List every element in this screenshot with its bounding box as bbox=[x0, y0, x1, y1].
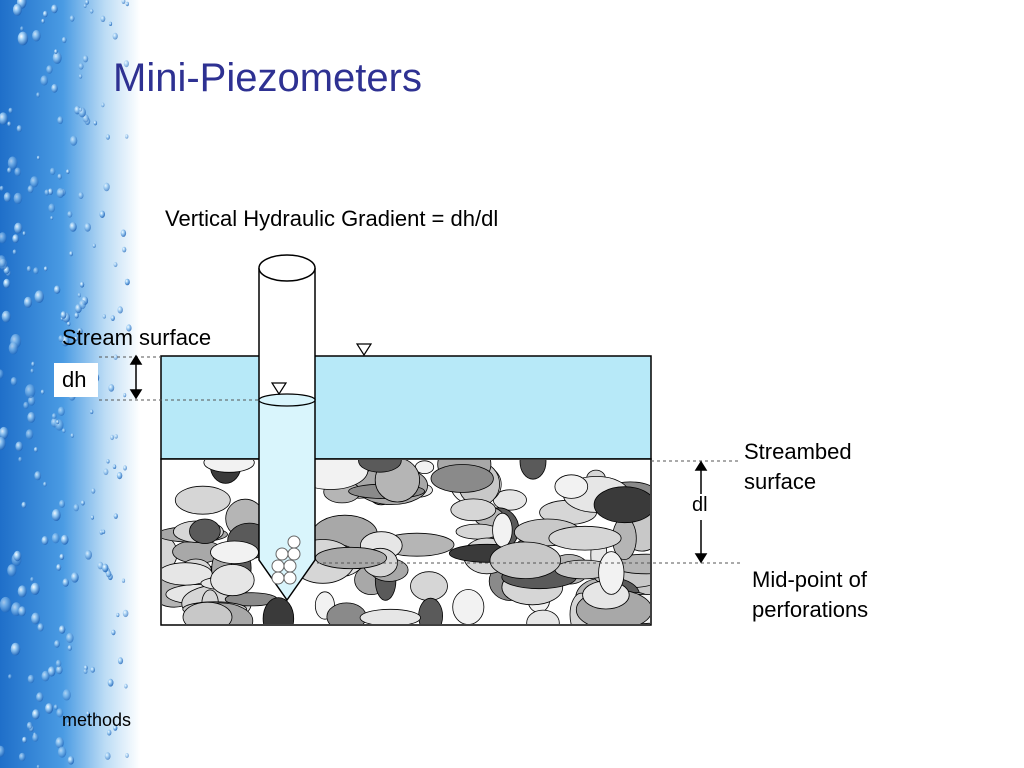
midpoint-label-line2: perforations bbox=[752, 597, 869, 622]
piezometer-pipe bbox=[258, 254, 316, 602]
pebble bbox=[593, 486, 650, 524]
pebble bbox=[598, 551, 625, 595]
streambed-surface-label: Streambed surface bbox=[744, 437, 852, 497]
pebble bbox=[210, 540, 259, 565]
streambed-label-line2: surface bbox=[744, 469, 817, 494]
pebble bbox=[519, 460, 547, 480]
dh-label: dh bbox=[62, 367, 87, 392]
pebble bbox=[526, 609, 560, 624]
dh-label-box bbox=[54, 363, 98, 397]
pebble bbox=[430, 464, 494, 493]
midpoint-label-line1: Mid-point of bbox=[752, 567, 867, 592]
stream-level-triangle bbox=[355, 343, 373, 357]
pebble bbox=[174, 485, 231, 515]
pebble bbox=[492, 512, 513, 548]
pebble bbox=[548, 525, 622, 551]
dh-arrow bbox=[129, 354, 143, 400]
pebble bbox=[452, 589, 485, 624]
pebble bbox=[358, 460, 402, 473]
pebble bbox=[489, 541, 561, 579]
pebble bbox=[418, 597, 443, 624]
pipe-level-triangle bbox=[270, 382, 288, 396]
pebble bbox=[450, 498, 497, 522]
dl-label: dl bbox=[692, 494, 708, 516]
pebble bbox=[210, 564, 255, 597]
dl-arrow bbox=[694, 460, 708, 564]
pebble bbox=[314, 546, 387, 570]
footer-text: methods bbox=[62, 710, 132, 730]
diagram-heading: Vertical Hydraulic Gradient = dh/dl bbox=[165, 206, 499, 231]
pebble bbox=[189, 518, 221, 545]
water-bubble-decoration bbox=[0, 0, 140, 768]
pebble bbox=[203, 460, 255, 473]
pebble bbox=[262, 597, 295, 624]
slide-title: Mini-Piezometers bbox=[113, 56, 422, 100]
stream-water bbox=[160, 355, 652, 460]
streambed-label-line1: Streambed bbox=[744, 439, 852, 464]
pebble bbox=[182, 601, 233, 624]
sediment-pebbles bbox=[162, 460, 650, 624]
stream-surface-label: Stream surface bbox=[62, 325, 212, 350]
pebble bbox=[359, 608, 421, 624]
pebble bbox=[554, 474, 589, 499]
midpoint-perforations-label: Mid-point of perforations bbox=[752, 565, 868, 625]
pebble bbox=[410, 571, 448, 601]
